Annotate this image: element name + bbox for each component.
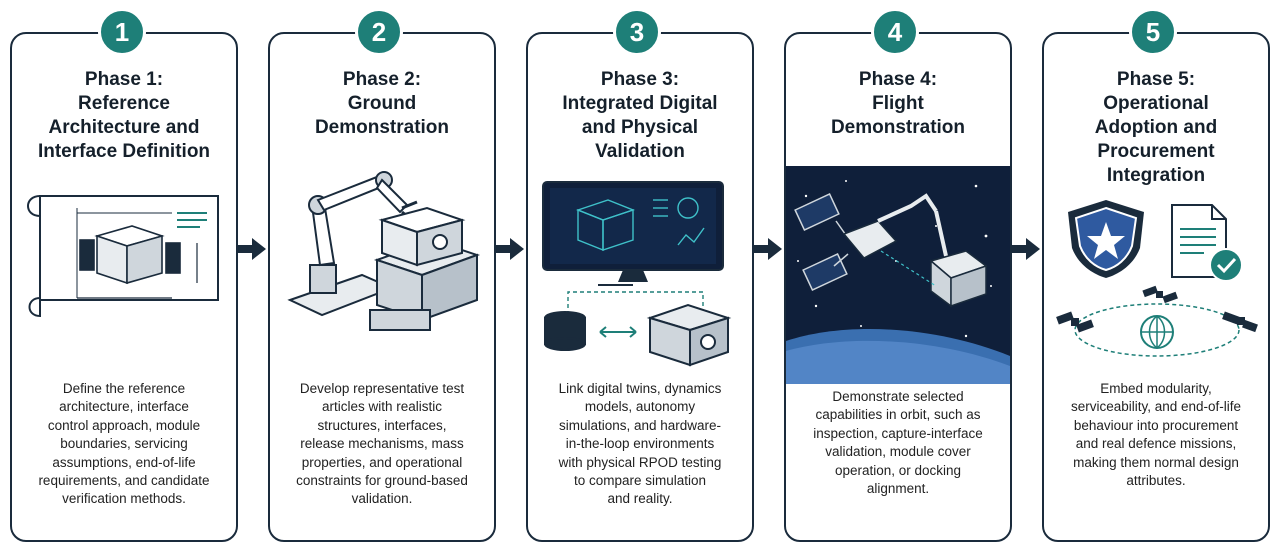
- phase-title-5: Phase 5: Operational Adoption and Procur…: [1094, 69, 1218, 186]
- document-approval-icon: [1171, 204, 1243, 282]
- arrow-right-icon: [238, 238, 266, 260]
- phase-title-3: Phase 3: Integrated Digital and Physical…: [562, 69, 718, 162]
- phase-number-badge-3: 3: [613, 8, 661, 56]
- phase-number-badge-2: 2: [355, 8, 403, 56]
- phase-description-5: Embed modularity, serviceability, and en…: [1070, 381, 1242, 489]
- phase-description-4: Demonstrate selected capabilities in orb…: [813, 389, 983, 497]
- robotic-arm-test-rig-illustration: [287, 171, 481, 331]
- phase-card-4: [784, 32, 1012, 542]
- arrow-right-icon: [496, 238, 524, 260]
- phase-number-badge-1: 1: [98, 8, 146, 56]
- phase-title-2: Phase 2: Ground Demonstration: [314, 69, 450, 138]
- digital-twin-monitor-illustration: [542, 181, 732, 367]
- phase-card-3: [526, 32, 754, 542]
- arrow-right-icon: [1012, 238, 1040, 260]
- phase-card-5: [1042, 32, 1270, 542]
- orbital-scene-illustration: [786, 166, 1010, 384]
- phase-description-3: Link digital twins, dynamics models, aut…: [558, 381, 722, 507]
- phase-title-4: Phase 4: Flight Demonstration: [830, 69, 966, 138]
- phase-description-1: Define the reference architecture, inter…: [38, 381, 210, 507]
- phase-number-badge-5: 5: [1129, 8, 1177, 56]
- phase-number-badge-4: 4: [871, 8, 919, 56]
- arrow-right-icon: [754, 238, 782, 260]
- satellite-network-globe-illustration: [1056, 285, 1258, 357]
- phase-description-2: Develop representative test articles wit…: [296, 381, 468, 507]
- phase-title-1: Phase 1: Reference Architecture and Inte…: [37, 69, 211, 162]
- blueprint-illustration: [27, 195, 219, 318]
- shield-star-icon: [1068, 200, 1144, 278]
